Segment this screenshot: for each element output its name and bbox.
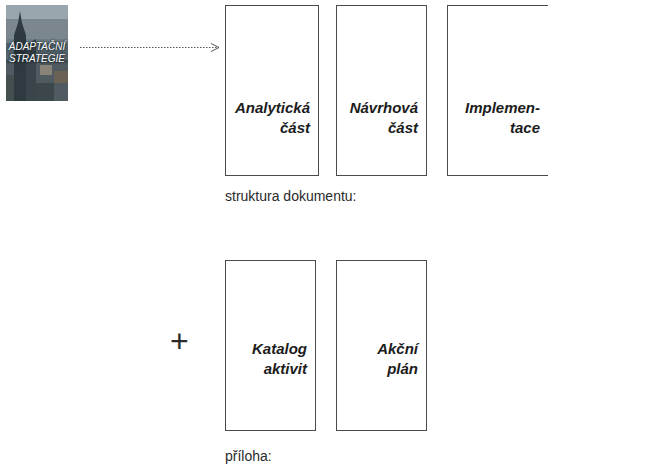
dotted-arrow (80, 44, 219, 52)
document-box: Katalog aktivit (225, 260, 316, 431)
document-box: Implemen- tace (447, 5, 548, 176)
box-title: Implemen- tace (465, 98, 540, 138)
section-caption: příloha: (225, 448, 272, 465)
document-box: Akční plán (336, 260, 427, 431)
document-box: Návrhová část (336, 5, 427, 176)
box-title: Katalog aktivit (252, 339, 307, 379)
cover-title: ADAPTAČNÍ STRATEGIE (9, 41, 66, 65)
document-box: Analytická část (225, 5, 319, 176)
plus-sign: + (170, 322, 189, 360)
box-title: Návrhová část (350, 98, 418, 138)
box-title: Analytická část (235, 98, 310, 138)
cover-thumbnail: ADAPTAČNÍ STRATEGIE (6, 5, 68, 101)
section-caption: struktura dokumentu: (225, 188, 357, 205)
box-title: Akční plán (377, 339, 418, 379)
